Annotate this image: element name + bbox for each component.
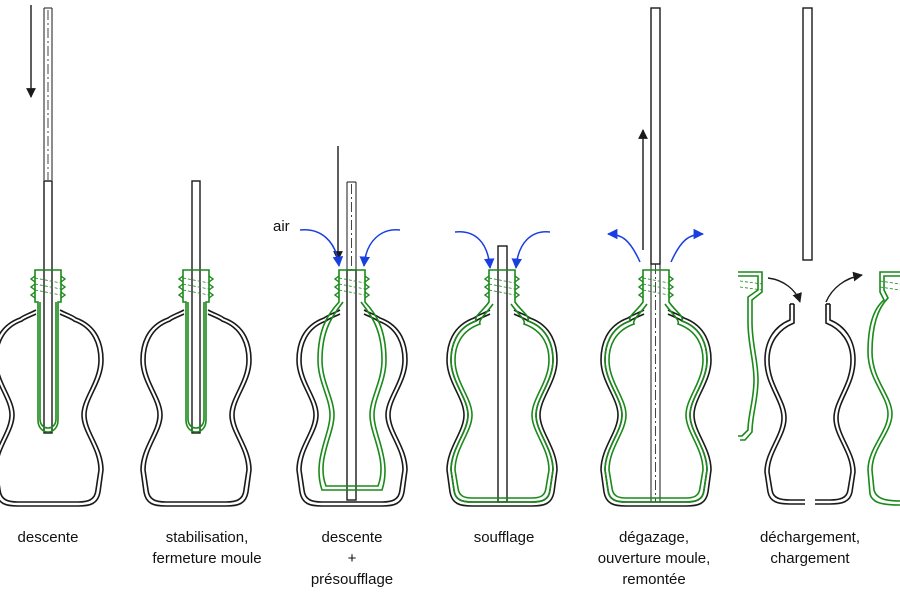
caption-line: présoufflage: [310, 571, 394, 588]
air-arrow-right: [359, 229, 401, 268]
caption-step-1: descente: [0, 527, 123, 548]
exhaust-arrow-left: [606, 228, 641, 263]
step-2-stabilisation: [140, 180, 252, 507]
mold-half-left: [764, 304, 805, 505]
stretch-rod: [43, 180, 53, 434]
caption-line: descente: [321, 529, 383, 546]
air-arrow-left: [299, 229, 344, 268]
step-3-presoufflage: [296, 146, 408, 507]
caption-line: déchargement,: [759, 529, 861, 546]
caption-step-4: soufflage: [429, 527, 579, 548]
transfer-arrow-left: [767, 277, 802, 303]
caption-line: dégazage,: [618, 529, 690, 546]
caption-step-3: descente + présoufflage: [277, 527, 427, 590]
stretch-rod: [346, 269, 357, 501]
outgoing-bottle: [738, 271, 763, 441]
transfer-arrow-right: [825, 271, 863, 303]
caption-line: fermeture moule: [152, 550, 262, 567]
caption-line: chargement: [770, 550, 850, 567]
stretch-rod: [650, 7, 661, 265]
step-4-soufflage: [446, 231, 558, 507]
mold-half-right: [815, 304, 856, 505]
caption-step-6: déchargement, chargement: [735, 527, 885, 569]
caption-step-5: dégazage, ouverture moule, remontée: [579, 527, 729, 590]
stretch-rod: [191, 180, 201, 434]
caption-line: stabilisation,: [165, 529, 249, 546]
blown-bottle: [604, 269, 708, 503]
caption-step-2: stabilisation, fermeture moule: [132, 527, 282, 569]
stretch-rod: [497, 245, 508, 503]
incoming-preform: [867, 271, 900, 506]
stretch-rod: [802, 7, 813, 261]
caption-line: soufflage: [473, 529, 535, 546]
exhaust-arrow-right: [670, 228, 705, 263]
air-label: air: [273, 218, 290, 235]
step-5-degazage: [600, 7, 712, 507]
caption-line: +: [347, 550, 357, 567]
caption-line: descente: [17, 529, 79, 546]
mold: [600, 309, 712, 507]
step-1-descente: [0, 5, 104, 507]
step-6-dechargement: [738, 7, 900, 506]
air-arrow-left: [454, 231, 495, 270]
air-arrow-right: [511, 231, 551, 270]
caption-line: ouverture moule,: [597, 550, 711, 567]
caption-line: remontée: [622, 571, 686, 588]
